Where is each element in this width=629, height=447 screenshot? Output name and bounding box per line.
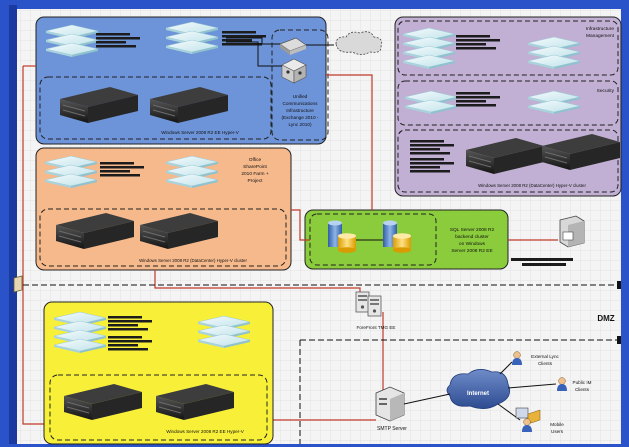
mobile-users-icon (515, 407, 541, 433)
sql-cluster-label: SQL Server 2008 R2 backend cluster on Wi… (450, 227, 495, 254)
security-label: Security (597, 88, 615, 94)
vm-stack-icon (198, 316, 250, 348)
uc-infra-label: Unified Communications Infrastructure (E… (281, 94, 318, 127)
green-zone: SQL Server 2008 R2 backend cluster on Wi… (304, 209, 509, 270)
vm-stack-icon (528, 37, 580, 69)
svg-text:External Lync: External Lync (531, 354, 559, 359)
svg-text:Clients: Clients (575, 387, 590, 392)
yellow-hyperv-label: Windows Server 2008 R2 EE Hyper-V (166, 429, 245, 434)
internet-links (403, 361, 557, 421)
svg-text:Lync 2010): Lync 2010) (288, 122, 311, 127)
smtp-label: SMTP Server (377, 426, 407, 432)
internet-globe-icon (446, 369, 511, 409)
svg-text:Users: Users (551, 429, 564, 434)
vm-stack-icon (166, 22, 218, 54)
svg-text:Infrastructure: Infrastructure (586, 26, 615, 32)
office-farm-label: Office SharePoint 2010 Farm + Project (241, 157, 269, 184)
svg-text:Communications: Communications (283, 101, 319, 106)
dmz-boundary (14, 284, 621, 444)
svg-text:Public IM: Public IM (573, 380, 592, 385)
svg-text:on Windows: on Windows (459, 241, 486, 247)
svg-text:Server 2008 R2 EE: Server 2008 R2 EE (451, 248, 492, 254)
smtp-server-icon (375, 386, 405, 422)
svg-text:Office: Office (249, 157, 262, 163)
purple-zone: Infrastructure Management Security Windo… (394, 16, 622, 197)
blue-hyperv-label: Windows Server 2008 R2 EE Hyper-V (161, 130, 240, 135)
svg-text:Clients: Clients (538, 361, 553, 366)
svg-text:Unified: Unified (293, 94, 308, 99)
svg-text:SharePoint: SharePoint (243, 164, 267, 170)
dmz-label: DMZ (597, 314, 614, 323)
vm-stack-icon (45, 156, 97, 188)
blue-zone: Windows Server 2008 R2 EE Hyper-V Unifie… (35, 16, 329, 145)
uc-server-icon (281, 58, 307, 84)
forefront-tmg-icon (355, 291, 382, 317)
cloud-icon (335, 31, 383, 55)
public-im-label: Public IM Clients (573, 380, 592, 392)
svg-text:Mobile: Mobile (550, 422, 564, 427)
svg-text:Management: Management (586, 33, 615, 39)
mobile-users-label: Mobile Users (550, 422, 564, 434)
yellow-zone: Windows Server 2008 R2 EE Hyper-V (43, 301, 274, 445)
admin-workstation-icon (559, 215, 585, 248)
svg-text:(Exchange 2010 -: (Exchange 2010 - (281, 115, 318, 120)
orange-zone: Office SharePoint 2010 Farm + Project Wi… (35, 147, 292, 271)
database-icon (383, 220, 411, 253)
internet-label: Internet (467, 391, 489, 397)
infra-mgmt-label: Infrastructure Management (586, 26, 615, 39)
database-icon (328, 220, 356, 253)
firewall-icon (13, 275, 23, 293)
svg-text:Infrastructure: Infrastructure (286, 108, 314, 113)
vm-stack-icon (46, 25, 98, 57)
svg-text:Project: Project (248, 178, 264, 184)
vm-stack-icon (166, 156, 218, 188)
forefront-label: ForeFront TMG EE (357, 325, 396, 330)
svg-text:backend cluster: backend cluster (455, 234, 489, 240)
purple-hyperv-label: Windows Server 2008 R2 (DataCenter) Hype… (478, 183, 586, 188)
orange-hyperv-label: Windows Server 2008 R2 (DataCenter) Hype… (139, 258, 247, 263)
svg-text:2010 Farm +: 2010 Farm + (241, 171, 269, 177)
connectors-black (226, 37, 334, 67)
external-lync-label: External Lync Clients (531, 354, 559, 366)
svg-text:SQL Server 2008 R2: SQL Server 2008 R2 (450, 227, 495, 233)
